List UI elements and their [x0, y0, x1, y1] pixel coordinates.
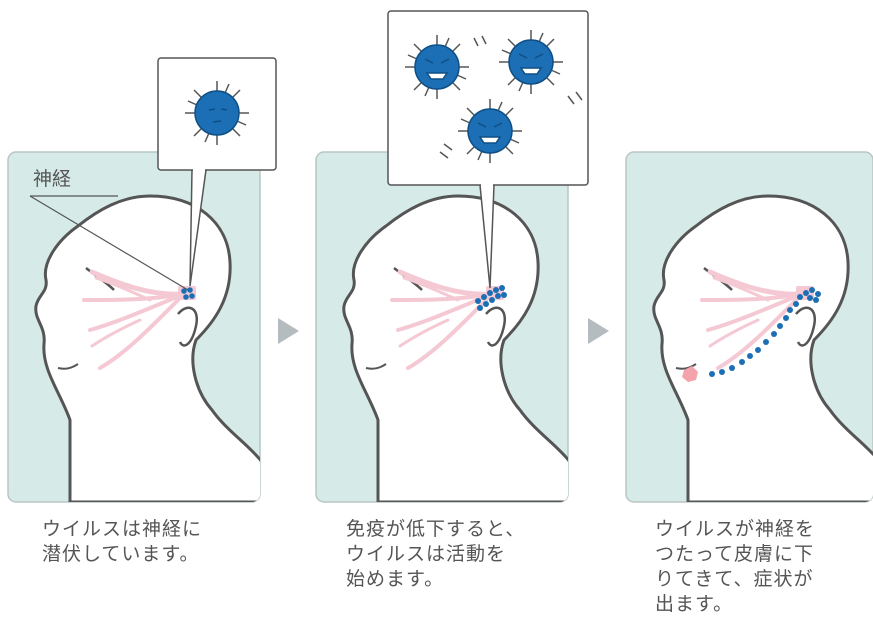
step-2-caption: 免疫が低下すると、 ウイルスは活動を 始めます。 [346, 517, 525, 592]
arrow-right-icon [278, 318, 299, 344]
step-1-caption: ウイルスは神経に 潜伏しています。 [42, 517, 202, 567]
step-2-panel [316, 11, 588, 502]
arrow-right-icon [588, 318, 609, 344]
virus-icon [405, 35, 469, 99]
step-3-caption: ウイルスが神経を つたって皮膚に下 りてきて、症状が 出ます。 [655, 517, 815, 617]
step-3-panel [626, 152, 873, 502]
zoom-callout [388, 11, 588, 185]
virus-icon [185, 81, 249, 145]
nerve-label: 神経 [33, 164, 71, 191]
step-1-panel [8, 58, 276, 502]
virus-icon [499, 30, 563, 94]
virus-icon [458, 99, 522, 163]
